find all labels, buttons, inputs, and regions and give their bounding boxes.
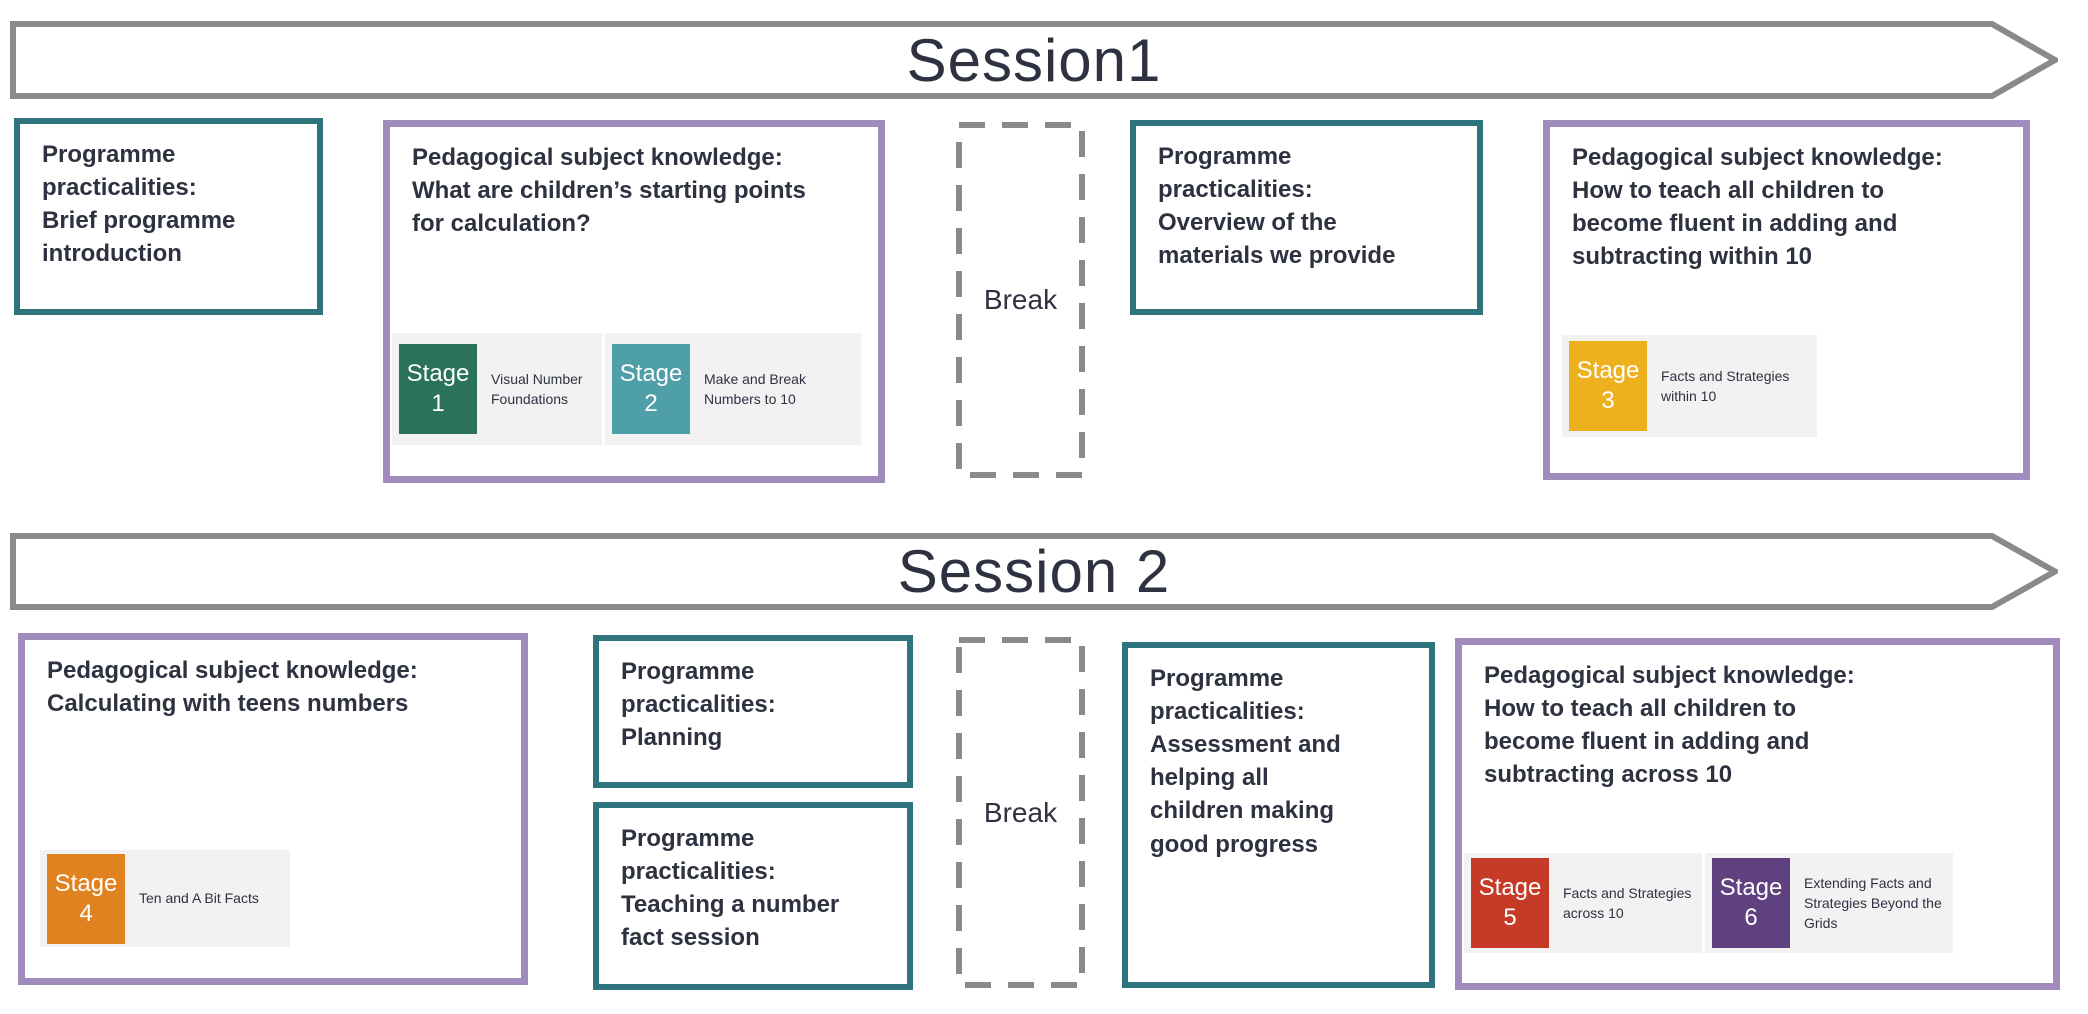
stage-word: Stage bbox=[54, 869, 118, 897]
box-topic: How to teach all children to become flue… bbox=[1572, 177, 1898, 271]
stage-word: Stage bbox=[406, 360, 470, 387]
stage-3-number: 3 bbox=[1601, 387, 1615, 414]
stage-1-chip: Stage 1 Visual Number Foundations bbox=[392, 333, 602, 445]
stage-6-chip: Stage 6 Extending Facts and Strategies B… bbox=[1705, 853, 1953, 953]
stage-6-badge: Stage 6 bbox=[1712, 858, 1790, 948]
session2-title: Session 2 bbox=[897, 538, 1171, 605]
box-assessment-progress-text: Programme practicalities: Assessment and… bbox=[1128, 648, 1363, 861]
break-session1-label: Break bbox=[983, 284, 1058, 315]
stage-1-number: 1 bbox=[431, 390, 445, 417]
box-category: Pedagogical subject knowledge: bbox=[47, 657, 418, 684]
stage-4-name: Ten and A Bit Facts bbox=[139, 890, 259, 907]
stage-5-badge: Stage 5 bbox=[1471, 858, 1549, 948]
box-materials-overview-text: Programme practicalities: Overview of th… bbox=[1136, 126, 1421, 272]
stage-1-name: Visual Number Foundations bbox=[491, 370, 583, 407]
session1-arrow-outline bbox=[10, 21, 2058, 99]
box-topic: How to teach all children to become flue… bbox=[1484, 695, 1810, 789]
box-topic: Teaching a number fact session bbox=[621, 891, 840, 952]
stage-word: Stage bbox=[619, 360, 683, 387]
box-topic: Overview of the materials we provide bbox=[1158, 209, 1396, 270]
box-category: Pedagogical subject knowledge: bbox=[1572, 144, 1943, 171]
box-topic: What are children’s starting points for … bbox=[412, 177, 806, 238]
stage-2-badge: Stage 2 bbox=[612, 344, 690, 434]
break-session2-label: Break bbox=[983, 796, 1058, 828]
box-category: Programme practicalities: bbox=[621, 825, 776, 886]
stage-6-name: Extending Facts and Strategies Beyond th… bbox=[1804, 874, 1942, 932]
break-session1: Break bbox=[956, 122, 1085, 478]
break-session2: Break bbox=[956, 637, 1085, 988]
box-topic: Planning bbox=[621, 724, 723, 752]
box-category: Programme practicalities: bbox=[1150, 665, 1305, 726]
stage-3-chip: Stage 3 Facts and Strategies within 10 bbox=[1562, 335, 1817, 437]
session2-banner: Session 2 bbox=[10, 533, 2058, 610]
session2-arrow-shape bbox=[10, 533, 2058, 610]
box-topic: Calculating with teens numbers bbox=[47, 690, 409, 718]
stage-word: Stage bbox=[1576, 357, 1640, 384]
stage-word: Stage bbox=[1719, 874, 1783, 901]
box-brief-introduction: Programme practicalities: Brief programm… bbox=[14, 118, 323, 315]
stage-2-number: 2 bbox=[644, 390, 658, 417]
box-fluent-across-10: Pedagogical subject knowledge: How to te… bbox=[1455, 638, 2060, 990]
box-fluent-within-10-text: Pedagogical subject knowledge: How to te… bbox=[1550, 127, 1950, 273]
break-session1-dashed-outline bbox=[956, 122, 1085, 478]
box-materials-overview: Programme practicalities: Overview of th… bbox=[1130, 120, 1483, 315]
box-category: Programme practicalities: bbox=[42, 141, 197, 202]
box-teens-numbers: Pedagogical subject knowledge: Calculati… bbox=[18, 633, 528, 985]
box-topic: Assessment and helping all children maki… bbox=[1150, 731, 1341, 858]
box-starting-points-text: Pedagogical subject knowledge: What are … bbox=[390, 127, 820, 240]
box-category: Pedagogical subject knowledge: bbox=[1484, 662, 1855, 689]
box-fluent-within-10: Pedagogical subject knowledge: How to te… bbox=[1543, 120, 2030, 480]
stage-5-name: Facts and Strategies across 10 bbox=[1563, 884, 1692, 921]
stage-4-badge: Stage 4 bbox=[47, 853, 125, 944]
box-topic: Brief programme introduction bbox=[42, 207, 236, 268]
box-category: Pedagogical subject knowledge: bbox=[412, 144, 783, 171]
session1-arrow-shape bbox=[10, 21, 2058, 99]
box-number-fact-session: Programme practicalities: Teaching a num… bbox=[593, 802, 913, 990]
stage-5-chip: Stage 5 Facts and Strategies across 10 bbox=[1464, 853, 1702, 953]
box-number-fact-session-text: Programme practicalities: Teaching a num… bbox=[599, 808, 849, 954]
break-session2-dashed-outline bbox=[956, 637, 1085, 988]
stage-6-number: 6 bbox=[1744, 904, 1758, 931]
stage-word: Stage bbox=[1478, 874, 1542, 901]
session2-arrow-outline bbox=[10, 533, 2058, 610]
stage-3-name: Facts and Strategies within 10 bbox=[1661, 367, 1790, 404]
box-category: Programme practicalities: bbox=[1158, 143, 1313, 204]
session1-banner: Session1 bbox=[10, 21, 2058, 99]
stage-2-name: Make and Break Numbers to 10 bbox=[704, 370, 806, 407]
box-teens-numbers-text: Pedagogical subject knowledge: Calculati… bbox=[25, 640, 485, 720]
stage-3-badge: Stage 3 bbox=[1569, 341, 1647, 431]
box-planning: Programme practicalities: Planning bbox=[593, 635, 913, 788]
box-fluent-across-10-text: Pedagogical subject knowledge: How to te… bbox=[1462, 645, 1862, 791]
stage-2-chip: Stage 2 Make and Break Numbers to 10 bbox=[605, 333, 861, 445]
session1-title: Session1 bbox=[906, 26, 1162, 94]
box-planning-text: Programme practicalities: Planning bbox=[599, 641, 859, 754]
box-starting-points: Pedagogical subject knowledge: What are … bbox=[383, 120, 885, 483]
stage-4-chip: Stage 4 Ten and A Bit Facts bbox=[40, 850, 290, 947]
box-brief-introduction-text: Programme practicalities: Brief programm… bbox=[20, 124, 270, 270]
box-category: Programme practicalities: bbox=[621, 658, 776, 719]
stage-5-number: 5 bbox=[1503, 904, 1517, 931]
stage-4-number: 4 bbox=[79, 899, 93, 927]
stage-1-badge: Stage 1 bbox=[399, 344, 477, 434]
box-assessment-progress: Programme practicalities: Assessment and… bbox=[1122, 642, 1435, 988]
